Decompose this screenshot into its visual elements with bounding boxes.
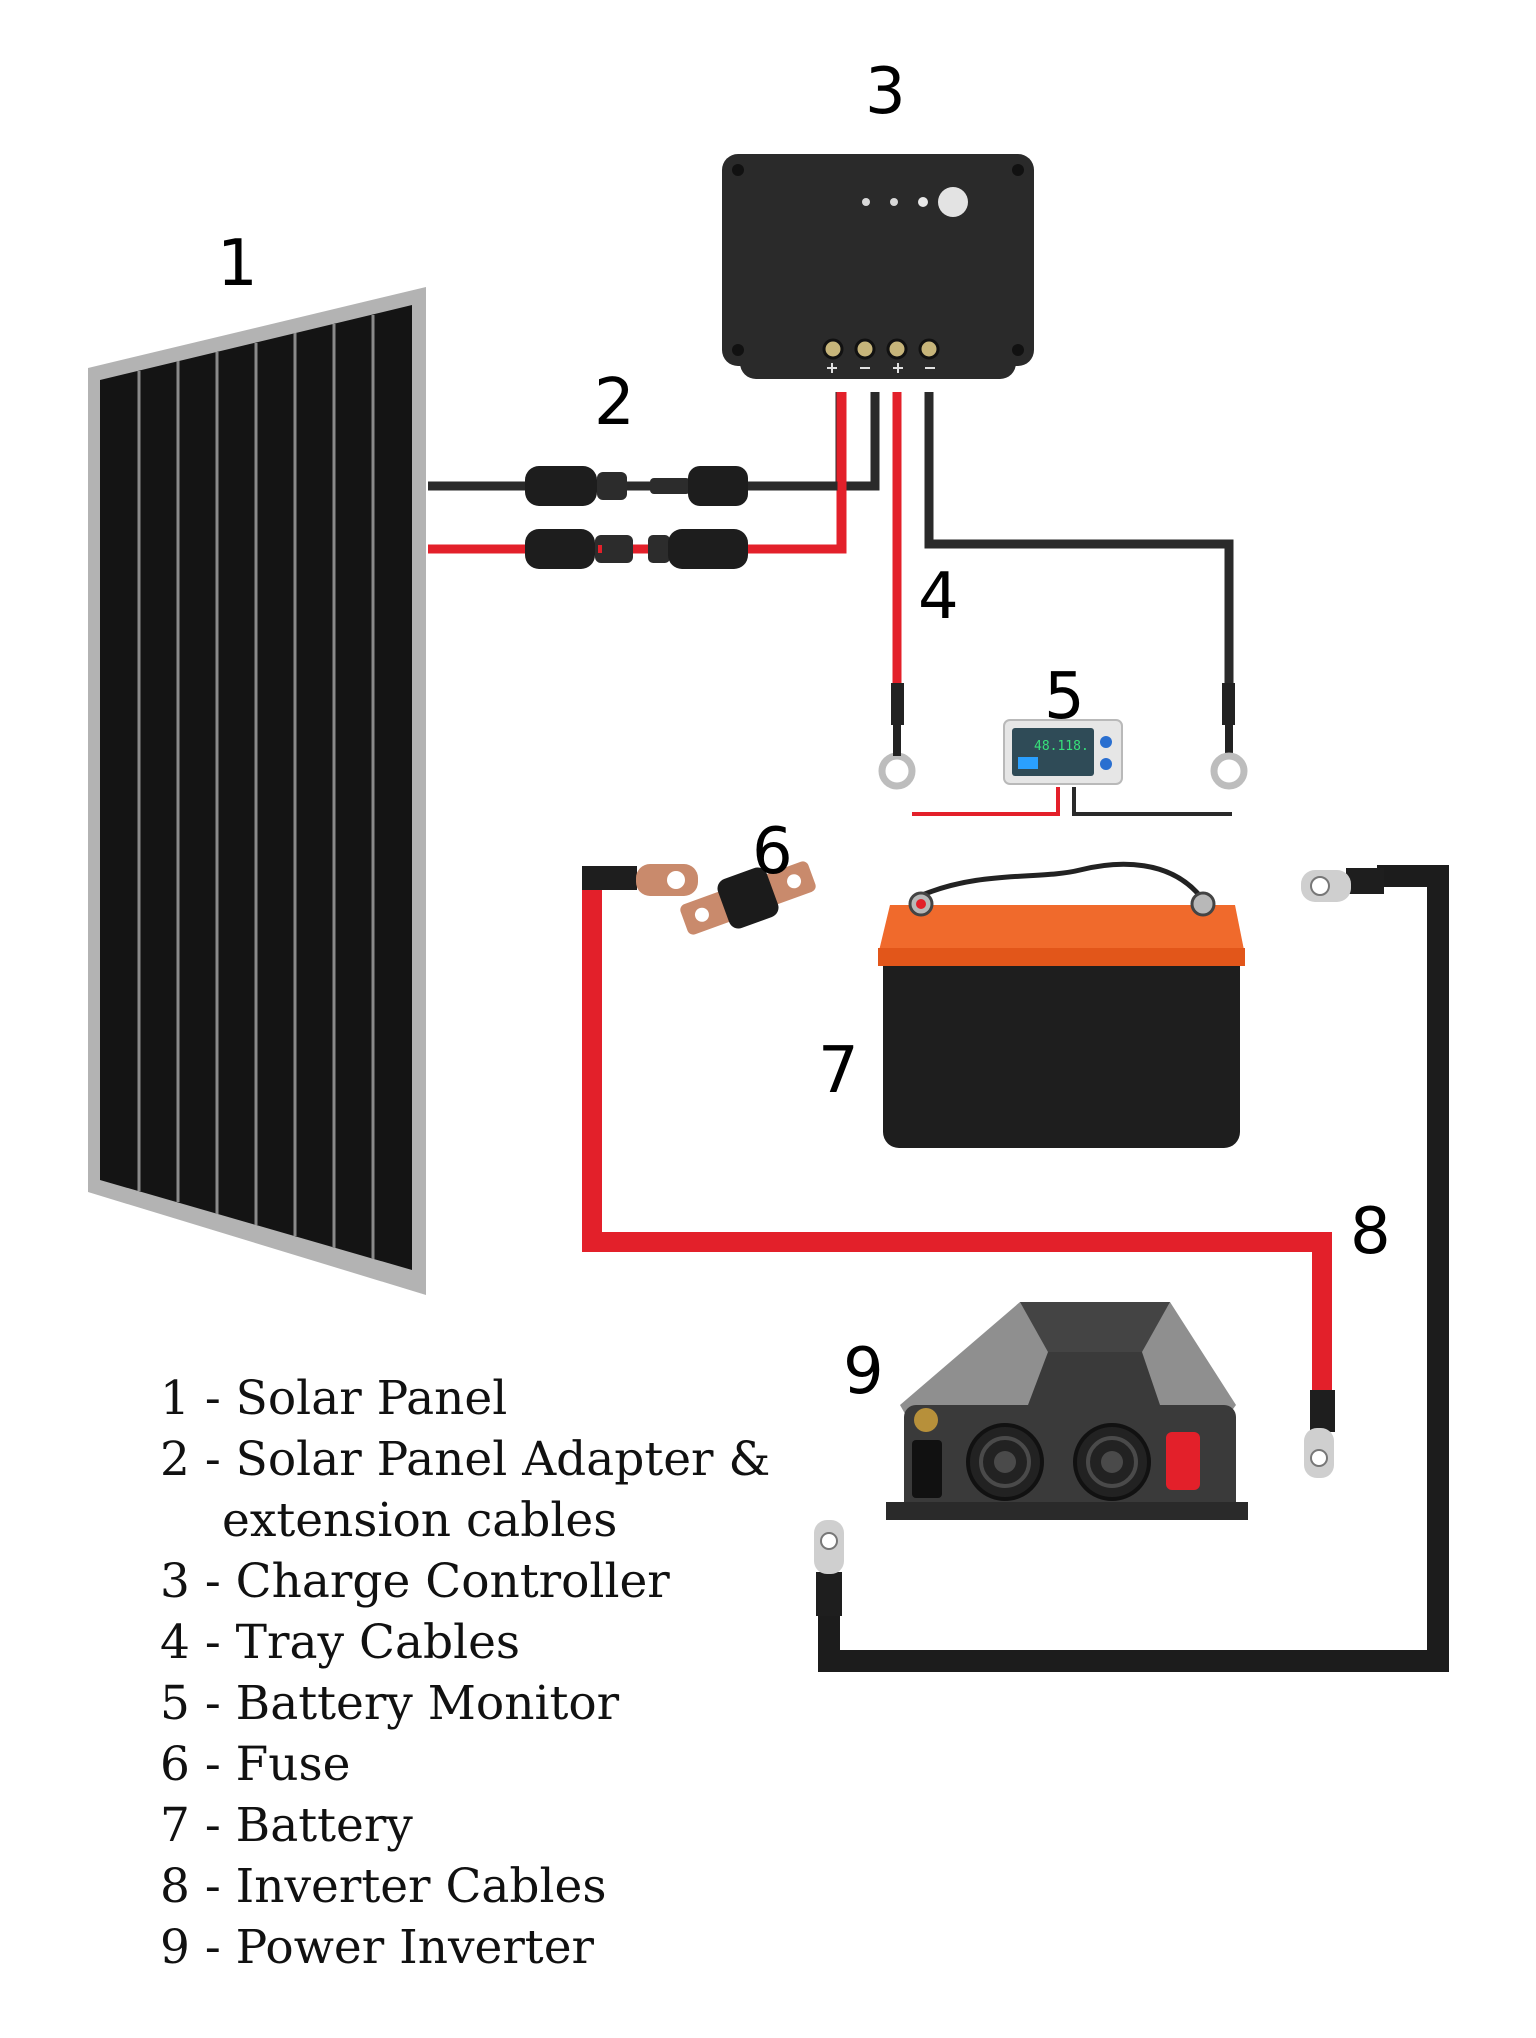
fuse-body [717, 867, 779, 929]
legend-item: 4 - Tray Cables [160, 1615, 521, 1670]
monitor-negative-lead [1072, 787, 1232, 816]
legend-item: 6 - Fuse [160, 1737, 351, 1792]
label-3: 3 [865, 55, 906, 129]
battery [878, 861, 1245, 1148]
solar-panel [88, 287, 426, 1295]
inverter-fan-left [966, 1423, 1044, 1501]
label-1: 1 [217, 227, 258, 301]
battery-lid [878, 905, 1245, 955]
lug-positive-fuse [636, 864, 698, 896]
mc4-female-negative [525, 466, 627, 506]
monitor-readout: 48.118. [1034, 739, 1089, 754]
legend-item: 8 - Inverter Cables [160, 1859, 607, 1914]
label-9: 9 [843, 1335, 884, 1409]
tray-cables [878, 392, 1248, 790]
inverter-cables [582, 865, 1449, 1672]
inverter-fan-right [1073, 1423, 1151, 1501]
label-2: 2 [594, 366, 635, 440]
status-led-2 [890, 198, 898, 206]
inverter-base [886, 1502, 1248, 1520]
power-inverter [886, 1302, 1248, 1520]
label-4: 4 [918, 560, 959, 634]
mc4-connectors [525, 466, 748, 569]
pv-negative-wire-2 [740, 392, 880, 491]
legend-item: 1 - Solar Panel [160, 1371, 508, 1426]
battery-terminal-negative [1190, 891, 1216, 917]
pv-positive-wire-2 [740, 392, 847, 554]
legend-item: 7 - Battery [160, 1798, 413, 1853]
label-7: 7 [818, 1034, 859, 1108]
monitor-positive-lead [912, 787, 1060, 816]
inverter-ground-terminal [914, 1408, 938, 1432]
mc4-female-positive [525, 529, 633, 569]
monitor-button-2 [1100, 758, 1112, 770]
legend-item-continuation: extension cables [222, 1493, 618, 1548]
solar-panel-cell-dividers [137, 315, 375, 1259]
pv-wires [428, 392, 880, 554]
controller-terminals [822, 338, 940, 360]
tray-cable-ring-positive [878, 752, 916, 790]
tray-cable-ring-negative [1210, 752, 1248, 790]
battery-body [883, 938, 1240, 1148]
controller-button [938, 187, 968, 217]
label-8: 8 [1350, 1195, 1391, 1269]
legend-item: 9 - Power Inverter [160, 1920, 594, 1975]
lug-positive-inverter [1304, 1428, 1334, 1478]
mc4-male-negative [650, 466, 748, 506]
inverter-cable-positive [582, 878, 1332, 1400]
status-led-3 [918, 197, 928, 207]
mc4-male-positive [648, 529, 748, 569]
charge-controller [722, 154, 1034, 379]
terminal-markings [827, 363, 935, 373]
label-6: 6 [752, 815, 793, 889]
tray-cable-negative [924, 392, 1234, 690]
inverter-positive-terminal [1166, 1432, 1200, 1490]
fuse [680, 861, 816, 935]
lug-negative-battery [1301, 870, 1351, 902]
label-5: 5 [1044, 660, 1085, 734]
legend-item: 2 - Solar Panel Adapter & [160, 1432, 771, 1487]
battery-monitor: 48.118. [912, 719, 1232, 816]
lug-negative-inverter [814, 1520, 844, 1574]
status-led-1 [862, 198, 870, 206]
cable-lugs [636, 864, 1351, 1574]
inverter-cable-negative [818, 865, 1449, 1672]
monitor-button-1 [1100, 736, 1112, 748]
legend-item: 3 - Charge Controller [160, 1554, 670, 1609]
inverter-negative-terminal [912, 1440, 942, 1498]
battery-handle [919, 861, 1202, 899]
legend-item: 5 - Battery Monitor [160, 1676, 620, 1731]
component-legend: 1 - Solar Panel 2 - Solar Panel Adapter … [160, 1368, 770, 1978]
component-numbers: 1 2 3 4 5 6 7 8 9 [217, 55, 1391, 1409]
